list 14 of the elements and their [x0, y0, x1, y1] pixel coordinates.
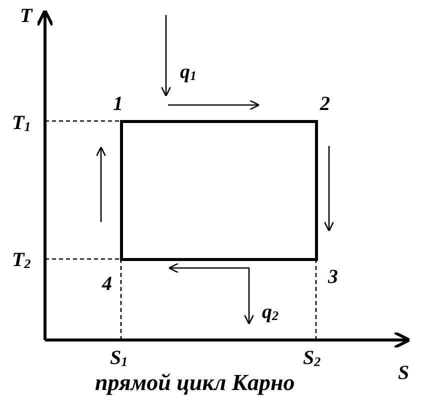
state-number: 2 — [320, 94, 330, 114]
heat-label: q$_{2}$ — [262, 302, 278, 322]
tick-label: T$_{2}$ — [12, 250, 31, 270]
tick-label: T$_{1}$ — [12, 113, 31, 133]
axis-label: S — [398, 363, 410, 383]
axis-label: T — [20, 6, 32, 26]
caption: прямой цикл Карно — [95, 371, 295, 394]
tick-label: S$_{2}$ — [303, 348, 321, 368]
heat-label: q$_{1}$ — [180, 62, 196, 82]
tick-label: S$_{1}$ — [110, 348, 128, 368]
cycle-rectangle — [120, 120, 318, 260]
state-number: 1 — [113, 94, 123, 114]
state-number: 3 — [328, 267, 338, 287]
state-number: 4 — [102, 274, 112, 294]
